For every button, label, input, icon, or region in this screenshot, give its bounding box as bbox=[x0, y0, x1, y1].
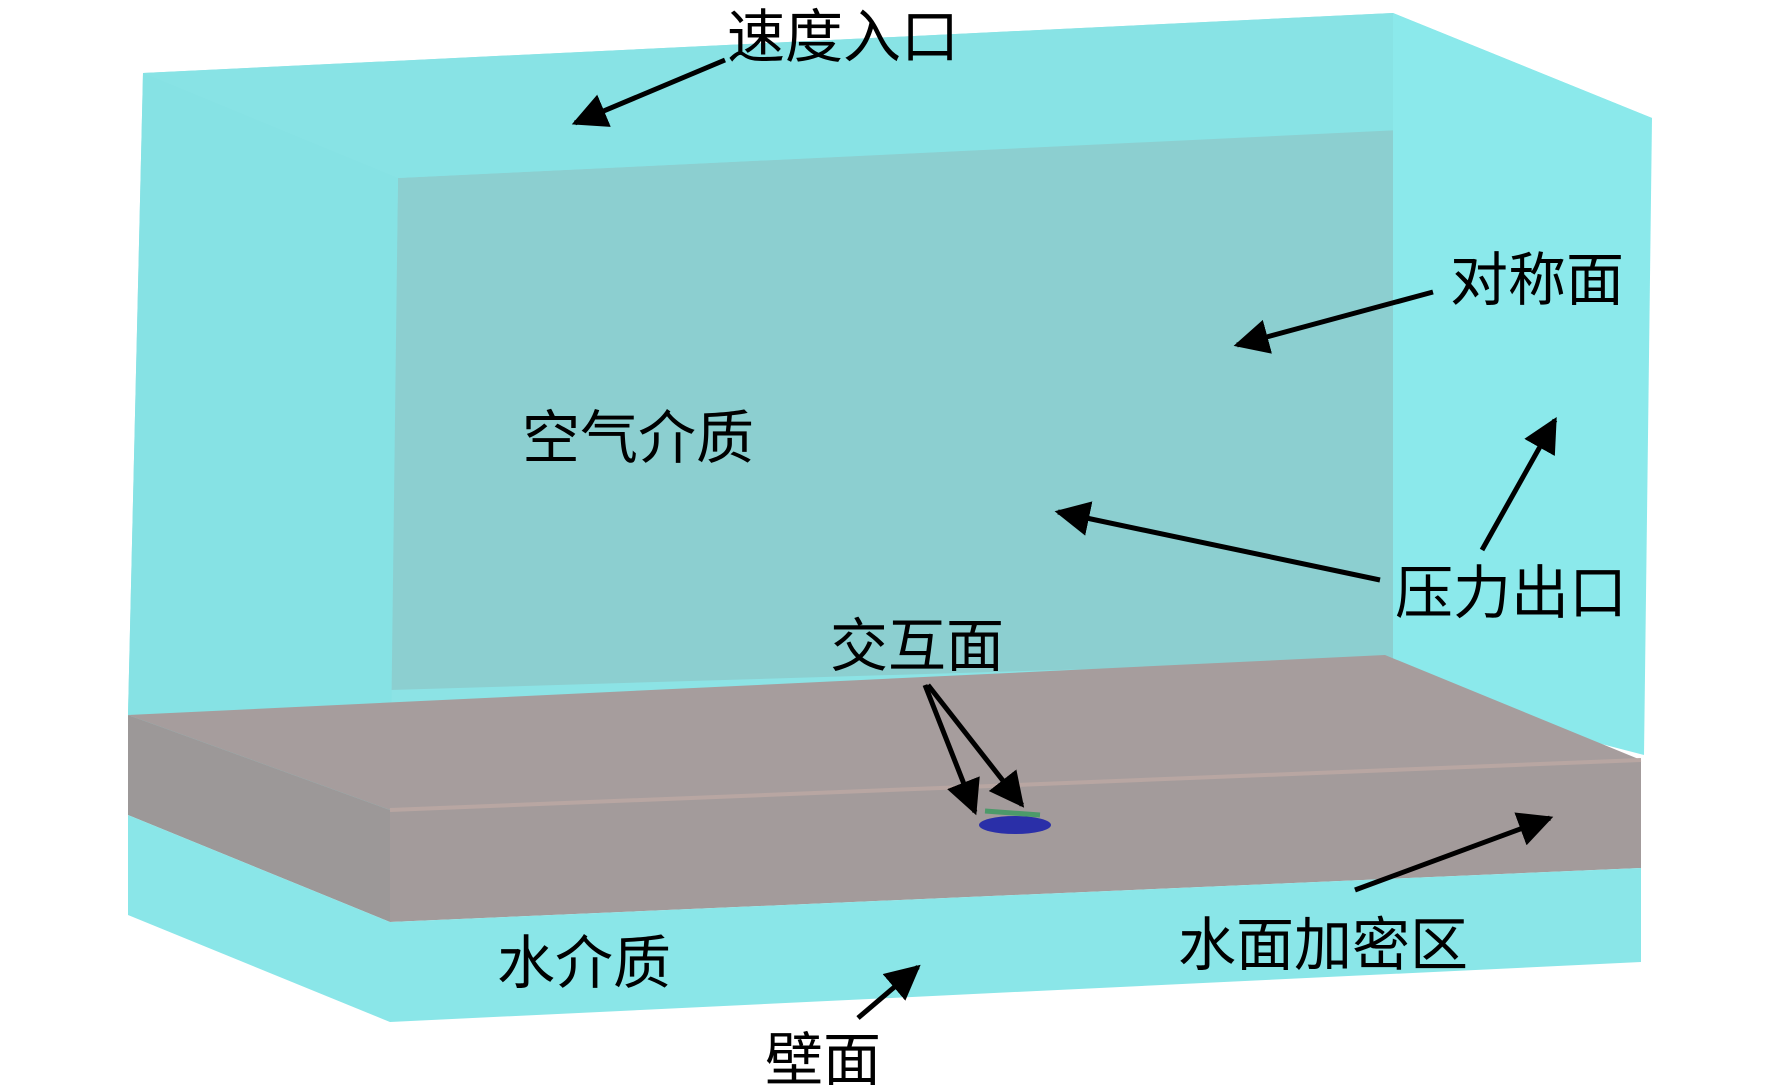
arrow-wall bbox=[856, 964, 921, 1020]
boat-model-edge bbox=[984, 808, 1041, 818]
label-water-medium: 水介质 bbox=[497, 929, 671, 997]
air-domain bbox=[128, 13, 1652, 820]
air-left-face bbox=[128, 73, 398, 820]
air-top-face bbox=[143, 13, 1652, 178]
annotation-labels: 速度入口 对称面 空气介质 压力出口 交互面 水介质 水面加密区 壁面 bbox=[497, 3, 1627, 1090]
arrow-interface-2 bbox=[926, 683, 1025, 808]
label-pressure-outlet: 压力出口 bbox=[1395, 559, 1627, 627]
arrow-interface-1 bbox=[922, 684, 980, 816]
label-wall: 壁面 bbox=[765, 1026, 881, 1090]
water-domain bbox=[128, 815, 1641, 1022]
arrow-pressure-outlet-back bbox=[1054, 501, 1381, 583]
water-front-face bbox=[390, 868, 1641, 1022]
label-interface: 交互面 bbox=[830, 612, 1004, 680]
label-symmetry-plane: 对称面 bbox=[1450, 246, 1624, 314]
boat-model bbox=[979, 808, 1051, 834]
water-left-face bbox=[128, 815, 390, 1022]
label-water-refine-zone: 水面加密区 bbox=[1178, 911, 1468, 979]
arrow-water-refine-zone bbox=[1354, 812, 1554, 893]
boat-model-hull bbox=[979, 816, 1051, 834]
air-back-face bbox=[390, 130, 1393, 690]
refine-left-face bbox=[128, 715, 390, 922]
arrow-symmetry-plane bbox=[1233, 289, 1434, 354]
refine-top-face bbox=[128, 655, 1641, 810]
label-air-medium: 空气介质 bbox=[522, 404, 754, 472]
arrow-velocity-inlet bbox=[571, 57, 726, 127]
label-velocity-inlet: 速度入口 bbox=[727, 3, 959, 71]
arrow-pressure-outlet-right bbox=[1479, 416, 1558, 552]
annotation-arrows bbox=[571, 57, 1558, 1020]
air-right-face bbox=[1393, 13, 1652, 755]
